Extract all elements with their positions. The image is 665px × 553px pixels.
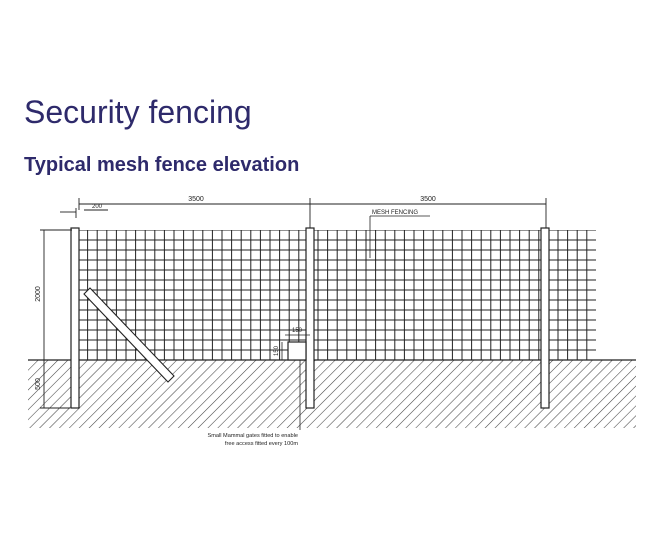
page-title: Security fencing: [24, 94, 252, 130]
gate-width-dim: 150: [292, 328, 303, 334]
fence-post-middle: [305, 227, 315, 409]
page-subtitle: Typical mesh fence elevation: [24, 154, 300, 176]
ground-section: [28, 359, 636, 428]
mesh-label-text: MESH FENCING: [372, 210, 418, 216]
mesh-label: MESH FENCING: [369, 210, 430, 258]
brace-strut: [83, 287, 175, 383]
dim-post-spacing-left: 3500: [188, 196, 204, 203]
height-dimensions: [40, 229, 72, 409]
ground-hatch: [28, 360, 636, 428]
mammal-gate: 150 150: [274, 328, 310, 361]
dim-post-offset: 200: [92, 204, 103, 210]
mesh-panel: [78, 230, 596, 360]
top-dimensions: [60, 198, 547, 228]
fence-post-left: [70, 227, 80, 409]
gate-note: Small Mammal gates fitted to enable free…: [168, 360, 302, 450]
gate-height-dim: 150: [274, 345, 280, 356]
dim-post-depth: 500: [35, 378, 42, 390]
fence-elevation-drawing: 150 150 3500 3500 200 MESH FENCING 2000 …: [28, 196, 636, 450]
gate-note-line2: free access fitted every 100m: [225, 441, 298, 447]
dim-post-spacing-right: 3500: [420, 196, 436, 203]
gate-note-line1: Small Mammal gates fitted to enable: [208, 433, 298, 439]
fence-post-right: [540, 227, 550, 409]
dim-fence-height: 2000: [35, 286, 42, 302]
